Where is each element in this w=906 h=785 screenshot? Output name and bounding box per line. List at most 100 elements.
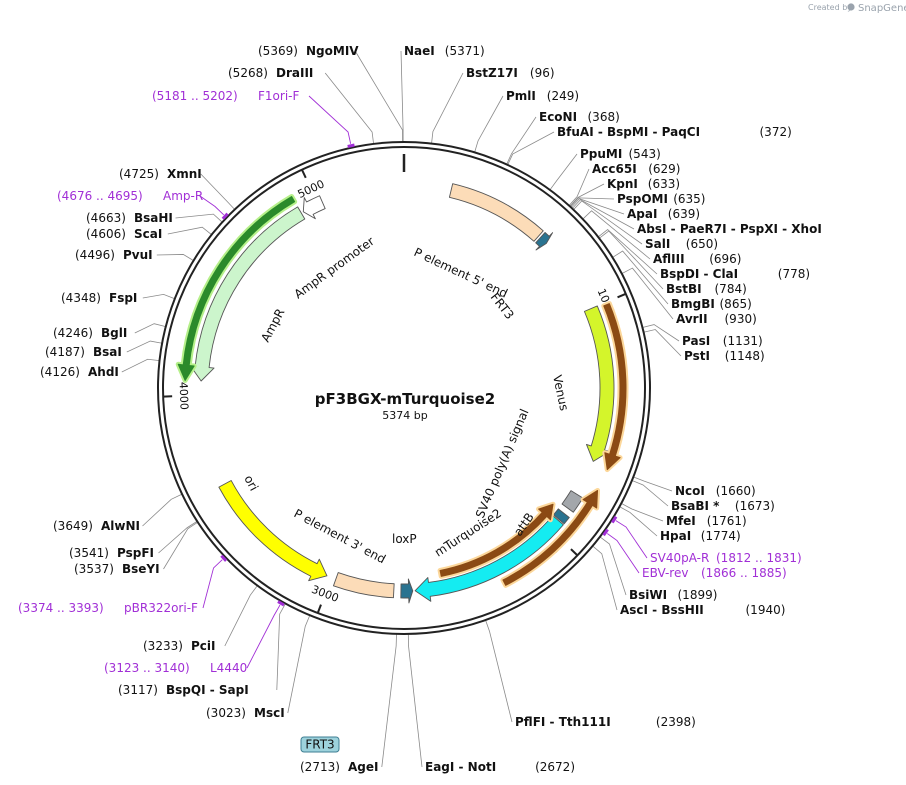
site-label-absi-paer7i-pspxi-xhoi: AbsI - PaeR7I - PspXI - XhoI(644) — [637, 222, 822, 236]
leader-line — [506, 116, 537, 165]
enzyme-name: PpuMI — [580, 147, 622, 161]
leader-line — [175, 213, 223, 223]
site-position: (1774) — [701, 529, 741, 543]
primer-range: (1812 .. 1831) — [716, 551, 802, 565]
enzyme-name: EagI - NotI — [425, 760, 496, 774]
leader-line — [200, 173, 236, 210]
leader-line — [134, 323, 166, 334]
enzyme-name: NaeI — [404, 44, 435, 58]
site-label-fspi: (4348)FspI — [61, 291, 137, 305]
ruler-tick-label: 4000 — [177, 382, 191, 410]
site-label-draiii: (5268)DraIII — [228, 66, 313, 80]
primer-label-sv40pa-r: SV40pA-R (1812 .. 1831) — [650, 551, 802, 565]
feature-label-venus: Venus — [550, 374, 571, 412]
site-position: (3117) — [118, 683, 158, 697]
site-label-pmli: PmlI(249) — [506, 89, 579, 103]
site-label-apai: ApaI(639) — [627, 207, 700, 221]
primer-leader-line — [308, 95, 352, 144]
enzyme-name: BsaHI — [134, 211, 173, 225]
primer-name: L4440 — [210, 661, 247, 675]
leader-line — [573, 200, 643, 245]
leader-line — [126, 340, 163, 353]
site-label-ngomiv: (5369)NgoMIV — [258, 44, 359, 58]
site-position: (543) — [629, 147, 661, 161]
leader-line — [485, 619, 513, 723]
site-label-bfuai-bspmi-paqci: BfuAI - BspMI - PaqCI(372) — [557, 125, 792, 139]
backbone-inner-strand — [162, 146, 646, 630]
site-position: (4663) — [86, 211, 126, 225]
site-label-bsabi: BsaBI *(1673) — [671, 499, 775, 513]
site-position: (2398) — [656, 715, 696, 729]
primer-name: F1ori-F — [258, 89, 299, 103]
site-label-pflfi-tth111i: PflFI - Tth111I (2398) — [515, 715, 696, 729]
site-label-pspfi: (3541)PspFI — [69, 546, 154, 560]
feature-mturquoise2 — [414, 515, 564, 602]
enzyme-name: BspDI - ClaI — [660, 267, 738, 281]
site-position: (372) — [760, 125, 792, 139]
site-label-pcii: (3233)PciI — [143, 639, 216, 653]
feature-p-element-5-end — [448, 183, 544, 242]
enzyme-name: SalI — [645, 237, 670, 251]
ruler-tick — [316, 604, 322, 614]
leader-line — [619, 506, 658, 537]
site-label-bspdi-clai: BspDI - ClaI(778) — [660, 267, 810, 281]
site-label-eagi-noti: EagI - NotI(2672) — [425, 760, 575, 774]
site-position: (1131) — [723, 334, 763, 348]
leader-line — [549, 153, 578, 191]
feature-label-sv40-polya: SV40 poly(A) signal — [473, 407, 532, 520]
leader-line — [163, 521, 199, 570]
primer-label-f1ori-f: (5181 .. 5202)F1ori-F — [152, 89, 299, 103]
primer-label-pbr322ori-f: (3374 .. 3393)pBR322ori-F — [18, 601, 198, 615]
plasmid-length: 5374 bp — [382, 409, 427, 422]
site-position: (4606) — [86, 227, 126, 241]
primer-leader-line — [615, 520, 648, 559]
leader-line — [621, 267, 674, 320]
enzyme-name: PflFI - Tth111I — [515, 715, 611, 729]
site-label-xmni: (4725)XmnI — [119, 167, 202, 181]
leader-line — [474, 95, 504, 153]
branding-created-by: Created by — [808, 3, 852, 12]
frt3-badge-label: FRT3 — [305, 738, 334, 752]
primer-binding-mark — [220, 554, 228, 562]
leader-line — [167, 226, 212, 235]
site-label-bstz17i: BstZ17I(96) — [466, 66, 555, 80]
site-position: (1660) — [716, 484, 756, 498]
feature-loxp — [400, 578, 414, 604]
feature-annotation-arrow — [603, 303, 627, 471]
site-label-psti: PstI(1148) — [684, 349, 765, 363]
feature-label-frt3: FRT3 — [488, 290, 517, 322]
enzyme-name: AvrII — [676, 312, 708, 326]
primer-name: SV40pA-R — [650, 551, 709, 565]
plasmid-title: pF3BGX-mTurquoise2 — [315, 390, 495, 408]
leader-line — [431, 72, 464, 144]
ruler-tick — [617, 292, 627, 299]
leader-line — [121, 358, 160, 373]
site-position: (696) — [709, 252, 741, 266]
features-layer — [175, 183, 629, 604]
leader-line — [156, 254, 194, 261]
leader-line — [642, 324, 680, 342]
leader-line — [599, 536, 627, 596]
site-position: (1940) — [746, 603, 786, 617]
feature-annotation-arrow — [439, 503, 554, 577]
enzyme-name: PciI — [191, 639, 216, 653]
feature-sv40-poly-a-signal — [561, 490, 584, 513]
primer-name: Amp-R — [163, 189, 203, 203]
site-label-ahdi: (4126) AhdI — [40, 365, 119, 379]
site-position: (368) — [588, 110, 620, 124]
site-position: (635) — [673, 192, 705, 206]
site-label-bseyi: (3537)BseYI — [74, 562, 160, 576]
leader-line — [570, 197, 615, 208]
primer-label-amp-r: (4676 .. 4695)Amp-R — [57, 189, 203, 203]
leader-line — [571, 199, 635, 230]
site-label-bmgbi: BmgBI(865) — [671, 297, 752, 311]
leader-line — [621, 503, 664, 522]
enzyme-name: MscI — [254, 706, 285, 720]
enzyme-name: BmgBI — [671, 297, 715, 311]
primer-binding-mark — [602, 528, 609, 537]
enzyme-name: AhdI — [88, 365, 119, 379]
site-position: (4126) — [40, 365, 80, 379]
leader-line — [598, 230, 664, 290]
enzyme-name: NgoMIV — [306, 44, 359, 58]
primer-range: (3123 .. 3140) — [104, 661, 190, 675]
